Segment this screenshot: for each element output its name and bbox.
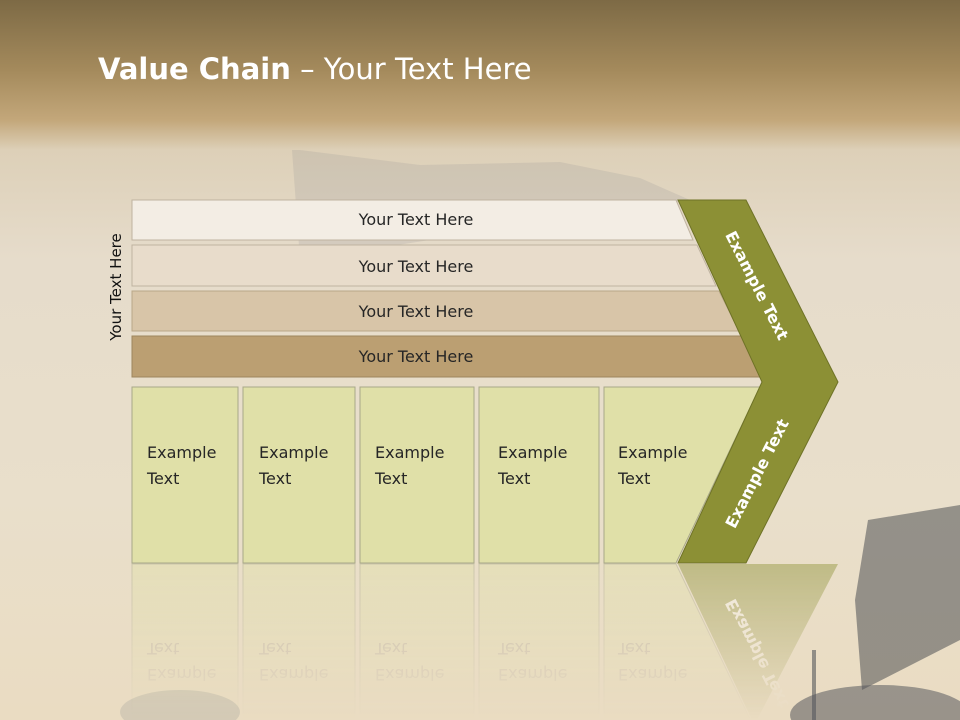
primary-cell-4-line1: Example: [498, 443, 567, 462]
support-band-1-label: Your Text Here: [358, 210, 474, 229]
support-band-3: Your Text Here: [131, 290, 740, 332]
primary-cell-4-shape: [478, 386, 600, 564]
reflection-cell-4: [478, 563, 600, 720]
reflection-cell-1: [131, 563, 239, 720]
slide-title-bold: Value Chain: [98, 52, 291, 86]
reflection-cell-3-line1: Example: [375, 665, 444, 684]
primary-cell-1-line2: Text: [146, 469, 179, 488]
reflection-cell-4-line1: Example: [498, 665, 567, 684]
support-band-4: Your Text Here: [131, 335, 764, 378]
primary-cell-2-line2: Text: [258, 469, 291, 488]
primary-cell-5-line2: Text: [617, 469, 650, 488]
reflection-cell-2-line2: Text: [258, 639, 291, 658]
support-band-2-label: Your Text Here: [358, 257, 474, 276]
primary-cell-5: Example Text: [603, 386, 761, 564]
primary-cell-1-shape: [131, 386, 239, 564]
flag-pole-right: [812, 650, 816, 720]
primary-cell-4-line2: Text: [497, 469, 530, 488]
support-band-1-shape: [131, 199, 694, 241]
support-band-3-label: Your Text Here: [358, 302, 474, 321]
primary-cell-2-shape: [242, 386, 356, 564]
reflection-cell-3: [359, 563, 475, 720]
primary-cell-3-line1: Example: [375, 443, 444, 462]
primary-cell-3-shape: [359, 386, 475, 564]
slide-title-rest: – Your Text Here: [290, 52, 532, 86]
reflection-cell-1-line2: Text: [146, 639, 179, 658]
slide-title: Value Chain – Your Text Here: [98, 52, 532, 96]
reflection-cell-2-line1: Example: [259, 665, 328, 684]
reflection-cell-1-line1: Example: [147, 665, 216, 684]
margin-chevron-shape: [677, 199, 839, 564]
primary-cell-5-shape: [603, 386, 761, 564]
support-band-2: Your Text Here: [131, 244, 717, 287]
flag-silhouette-right: [855, 505, 960, 690]
reflection-cell-3-line2: Text: [374, 639, 407, 658]
primary-cell-1: Example Text: [131, 386, 239, 564]
crowd-silhouette-right: [790, 685, 960, 720]
support-band-4-label: Your Text Here: [358, 347, 474, 366]
reflection-cell-2: [242, 563, 356, 720]
support-band-1: Your Text Here: [131, 199, 694, 241]
support-band-2-shape: [131, 244, 717, 287]
reflection-cell-5: [603, 563, 752, 720]
primary-cell-5-line1: Example: [618, 443, 687, 462]
primary-cell-2: Example Text: [242, 386, 356, 564]
reflection-cell-4-line2: Text: [497, 639, 530, 658]
primary-cell-2-line1: Example: [259, 443, 328, 462]
reflection-cell-5-line2: Text: [617, 639, 650, 658]
primary-cell-3-line2: Text: [374, 469, 407, 488]
primary-row-reflection: Example Text Example Text Example Text E…: [131, 563, 838, 720]
reflection-chevron: [678, 564, 838, 720]
reflection-cell-5-line1: Example: [618, 665, 687, 684]
primary-cell-4: Example Text: [478, 386, 600, 564]
primary-cell-1-line1: Example: [147, 443, 216, 462]
primary-cell-3: Example Text: [359, 386, 475, 564]
